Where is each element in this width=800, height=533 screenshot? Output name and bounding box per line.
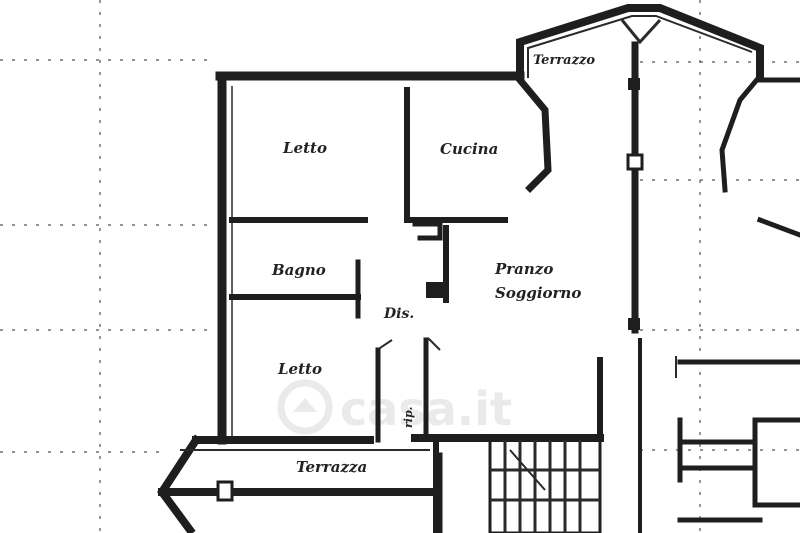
terrace-top-walls — [515, 3, 800, 193]
exterior-walls — [215, 71, 604, 445]
room-label-letto-top: Letto — [282, 139, 327, 157]
room-label-pranzo: Pranzo — [494, 260, 553, 278]
stairwell — [488, 438, 602, 533]
room-label-letto-bottom: Letto — [277, 360, 322, 378]
neighbour-walls — [437, 216, 800, 533]
room-label-disimpegno: Dis. — [383, 306, 414, 322]
room-labels: Letto Cucina Terrazzo Bagno Pranzo Soggi… — [271, 53, 595, 476]
room-label-cucina: Cucina — [440, 140, 498, 158]
column-wall-right — [626, 41, 644, 334]
room-label-terrazzo-top: Terrazzo — [533, 53, 595, 68]
internal-walls — [229, 87, 603, 443]
room-label-ripostiglio: rip. — [402, 406, 415, 428]
room-label-bagno: Bagno — [271, 261, 326, 279]
room-label-soggiorno: Soggiorno — [495, 284, 581, 302]
terrace-bottom-walls — [157, 434, 440, 533]
casa-it-watermark: casa.it — [277, 379, 512, 436]
room-label-terrazza-bottom: Terrazza — [296, 458, 367, 476]
